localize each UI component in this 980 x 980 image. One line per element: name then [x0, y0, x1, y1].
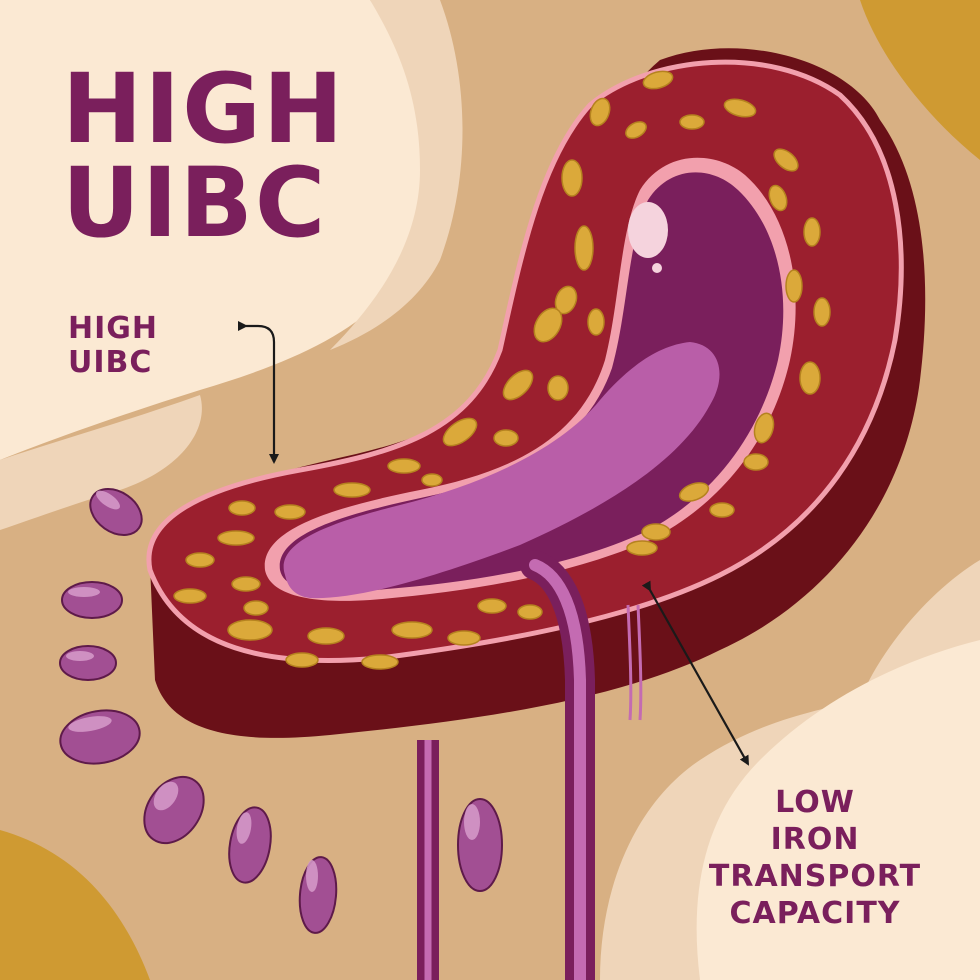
- callout-high-uibc-line-1: HIGH: [68, 311, 159, 346]
- callout-bottom-line-2: IRON: [770, 822, 860, 857]
- title-line-1: HIGH: [62, 53, 346, 165]
- highlight: [628, 202, 668, 273]
- callout-bottom-line-1: LOW: [775, 785, 855, 820]
- page-title: HIGH UIBC: [62, 53, 346, 259]
- blood-vessel: [417, 550, 643, 980]
- purple-particles: [59, 488, 503, 934]
- inner-cavity: [279, 172, 784, 592]
- double-headed-arrow: [238, 321, 749, 766]
- iron-particles: [173, 70, 831, 670]
- callout-low-iron-transport-capacity: LOW IRON TRANSPORT CAPACITY: [690, 784, 940, 932]
- title-line-2: UIBC: [62, 147, 328, 259]
- callout-bottom-line-4: CAPACITY: [729, 896, 901, 931]
- callout-bottom-line-3: TRANSPORT: [708, 859, 922, 894]
- callout-high-uibc: HIGH UIBC: [68, 312, 158, 380]
- inner-lobe: [283, 342, 720, 599]
- callout-high-uibc-line-2: UIBC: [68, 345, 153, 380]
